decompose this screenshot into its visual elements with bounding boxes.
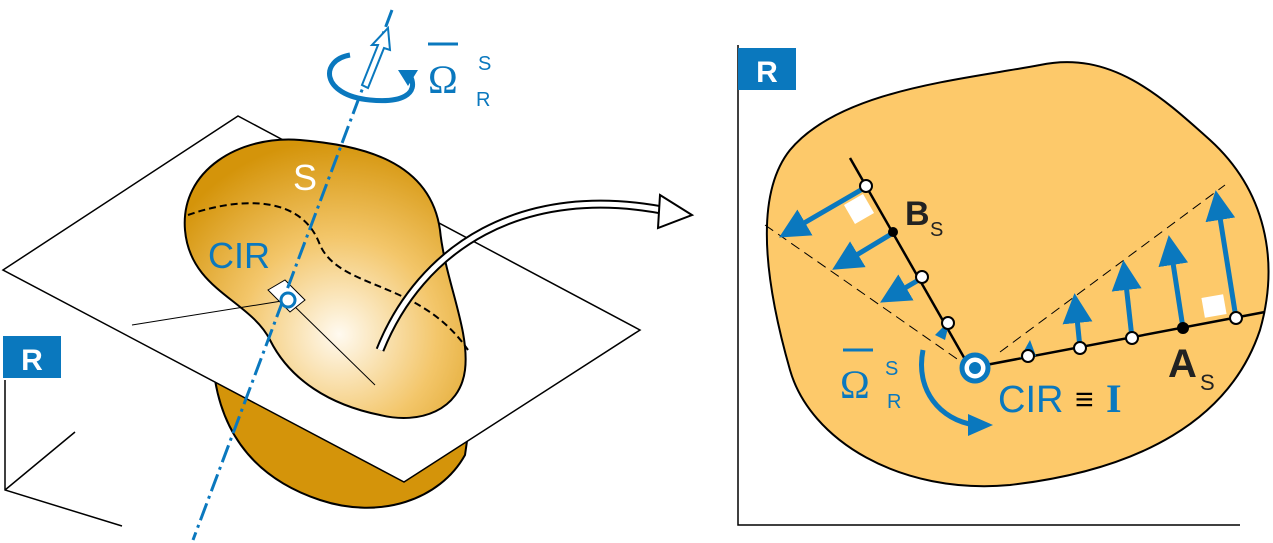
cir-label: CIR bbox=[998, 379, 1063, 421]
point-b-label: B bbox=[905, 195, 930, 233]
point-a-label: A bbox=[1168, 342, 1197, 386]
point-a-sub: S bbox=[1200, 370, 1215, 395]
omega-sub: R bbox=[887, 391, 901, 413]
cir-label: CIR bbox=[208, 235, 270, 276]
rotation-arrow-icon bbox=[327, 52, 415, 104]
omega-sup: S bbox=[478, 53, 491, 75]
velocity-arrows bbox=[779, 184, 1239, 349]
frame-badge bbox=[738, 48, 796, 90]
omega-sub: R bbox=[476, 89, 490, 111]
point-b-sub: S bbox=[930, 219, 943, 241]
rigid-body bbox=[765, 61, 1270, 488]
body-upper bbox=[183, 138, 467, 419]
i-label: I bbox=[1106, 376, 1122, 421]
body-label: S bbox=[293, 157, 317, 198]
frame-badge bbox=[3, 336, 61, 378]
omega-symbol: Ω bbox=[840, 362, 870, 407]
omega-vector-arrow bbox=[360, 25, 392, 90]
rotation-arrow-icon bbox=[919, 349, 976, 428]
frame-label: R bbox=[756, 56, 778, 89]
intersection-curve bbox=[187, 202, 469, 351]
omega-sup: S bbox=[885, 358, 898, 380]
right-panel: R B S A S Ω S R CIR ≡ I bbox=[737, 45, 1270, 526]
cir-point-left bbox=[279, 291, 297, 309]
equiv-symbol: ≡ bbox=[1075, 381, 1094, 417]
omega-symbol: Ω bbox=[428, 57, 458, 102]
frame-label: R bbox=[21, 344, 43, 377]
left-panel: Ω S R S CIR R bbox=[1, 9, 695, 541]
points bbox=[859, 179, 1243, 363]
